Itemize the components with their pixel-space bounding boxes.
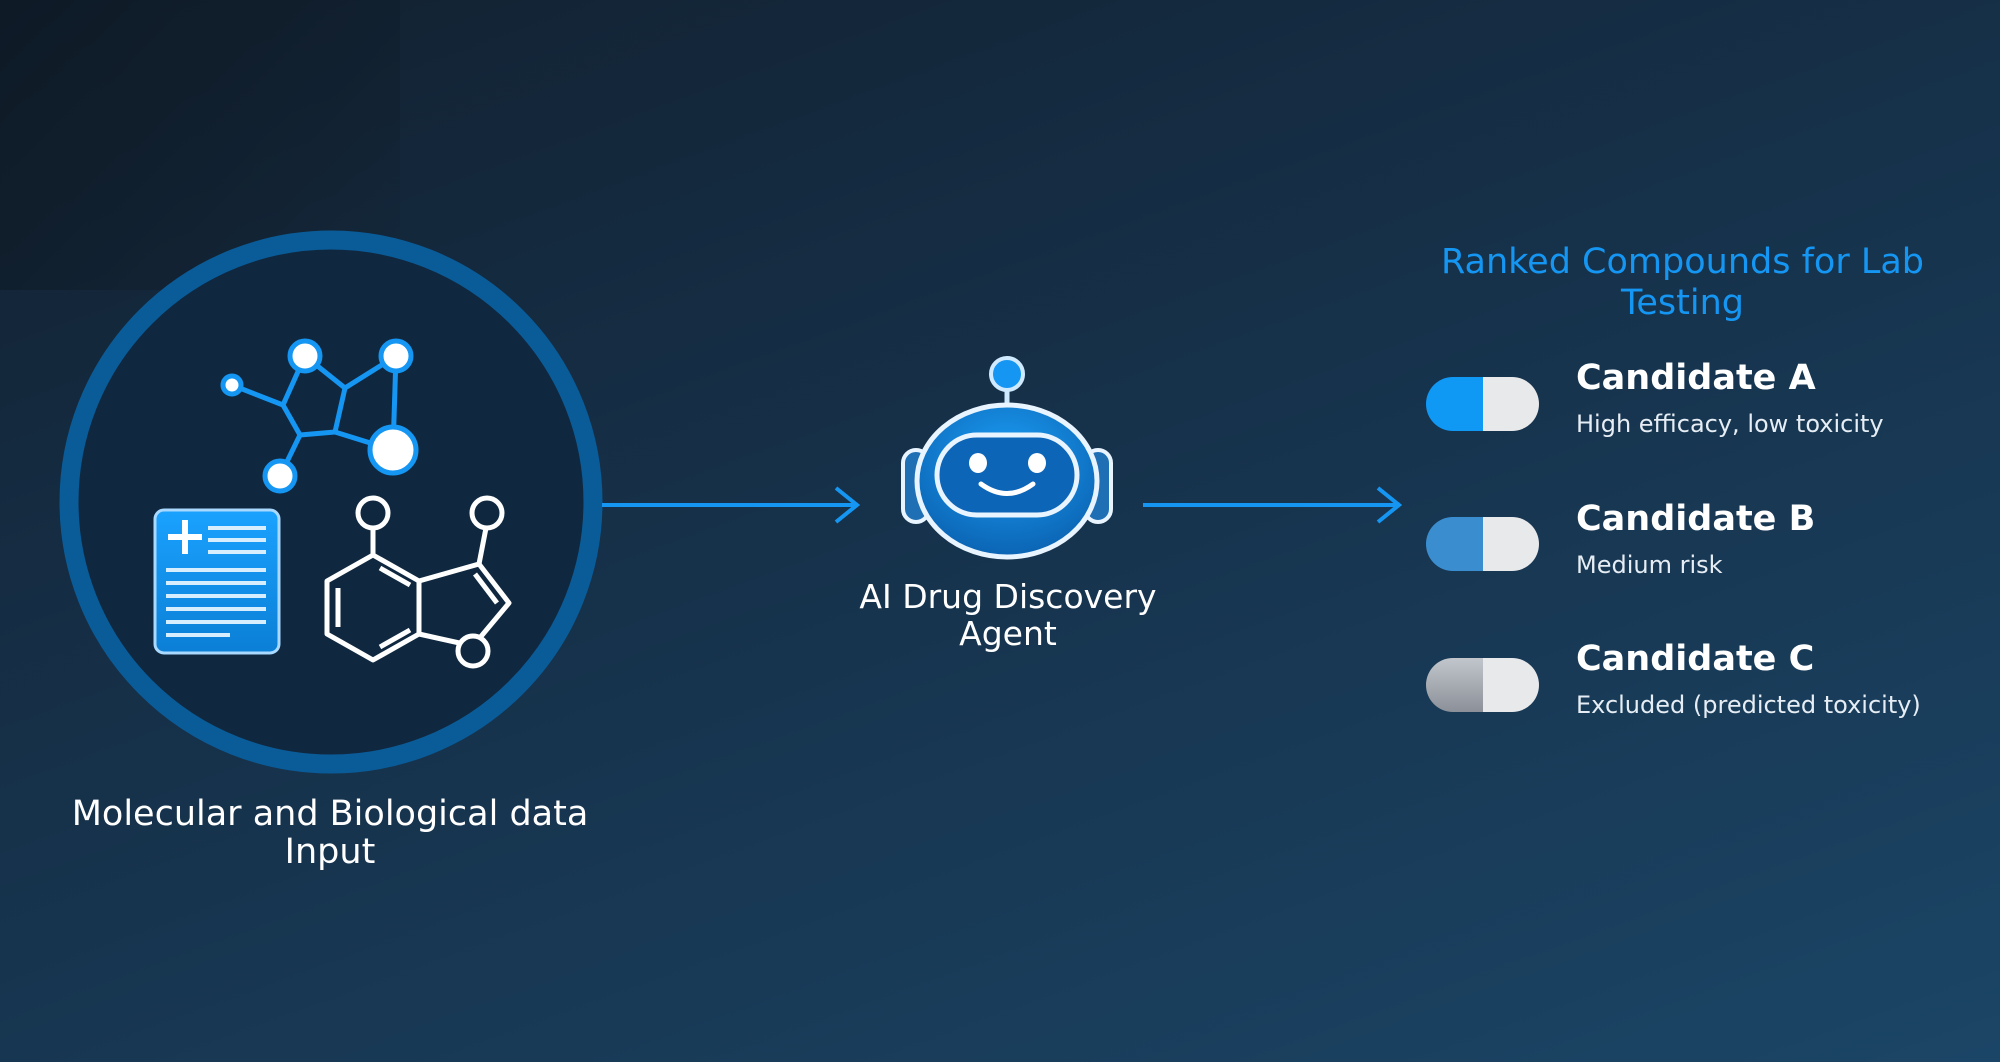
candidate-a-name: Candidate A <box>1576 358 1816 398</box>
candidate-c-name: Candidate C <box>1576 639 1815 679</box>
candidate-a-description: High efficacy, low toxicity <box>1576 410 1884 438</box>
agent-label: AI Drug Discovery Agent <box>859 577 1157 653</box>
input-label: Molecular and Biological data Input <box>71 794 589 872</box>
ranked-compounds-title: Ranked Compounds for Lab Testing <box>1440 242 1924 323</box>
molecule-network-icon <box>220 338 419 494</box>
pill-candidate-a <box>1426 377 1539 431</box>
arrow-input-to-agent <box>602 486 861 524</box>
pill-candidate-b <box>1426 517 1539 571</box>
candidate-c-description: Excluded (predicted toxicity) <box>1576 691 1921 719</box>
robot-head-icon <box>901 356 1113 560</box>
candidate-b-name: Candidate B <box>1576 499 1816 539</box>
input-circle <box>59 230 603 774</box>
pill-candidate-c <box>1426 658 1539 712</box>
candidate-b-description: Medium risk <box>1576 551 1723 579</box>
chemical-structure-icon <box>324 495 512 669</box>
arrow-agent-to-output <box>1143 486 1403 524</box>
medical-document-icon <box>153 508 281 655</box>
